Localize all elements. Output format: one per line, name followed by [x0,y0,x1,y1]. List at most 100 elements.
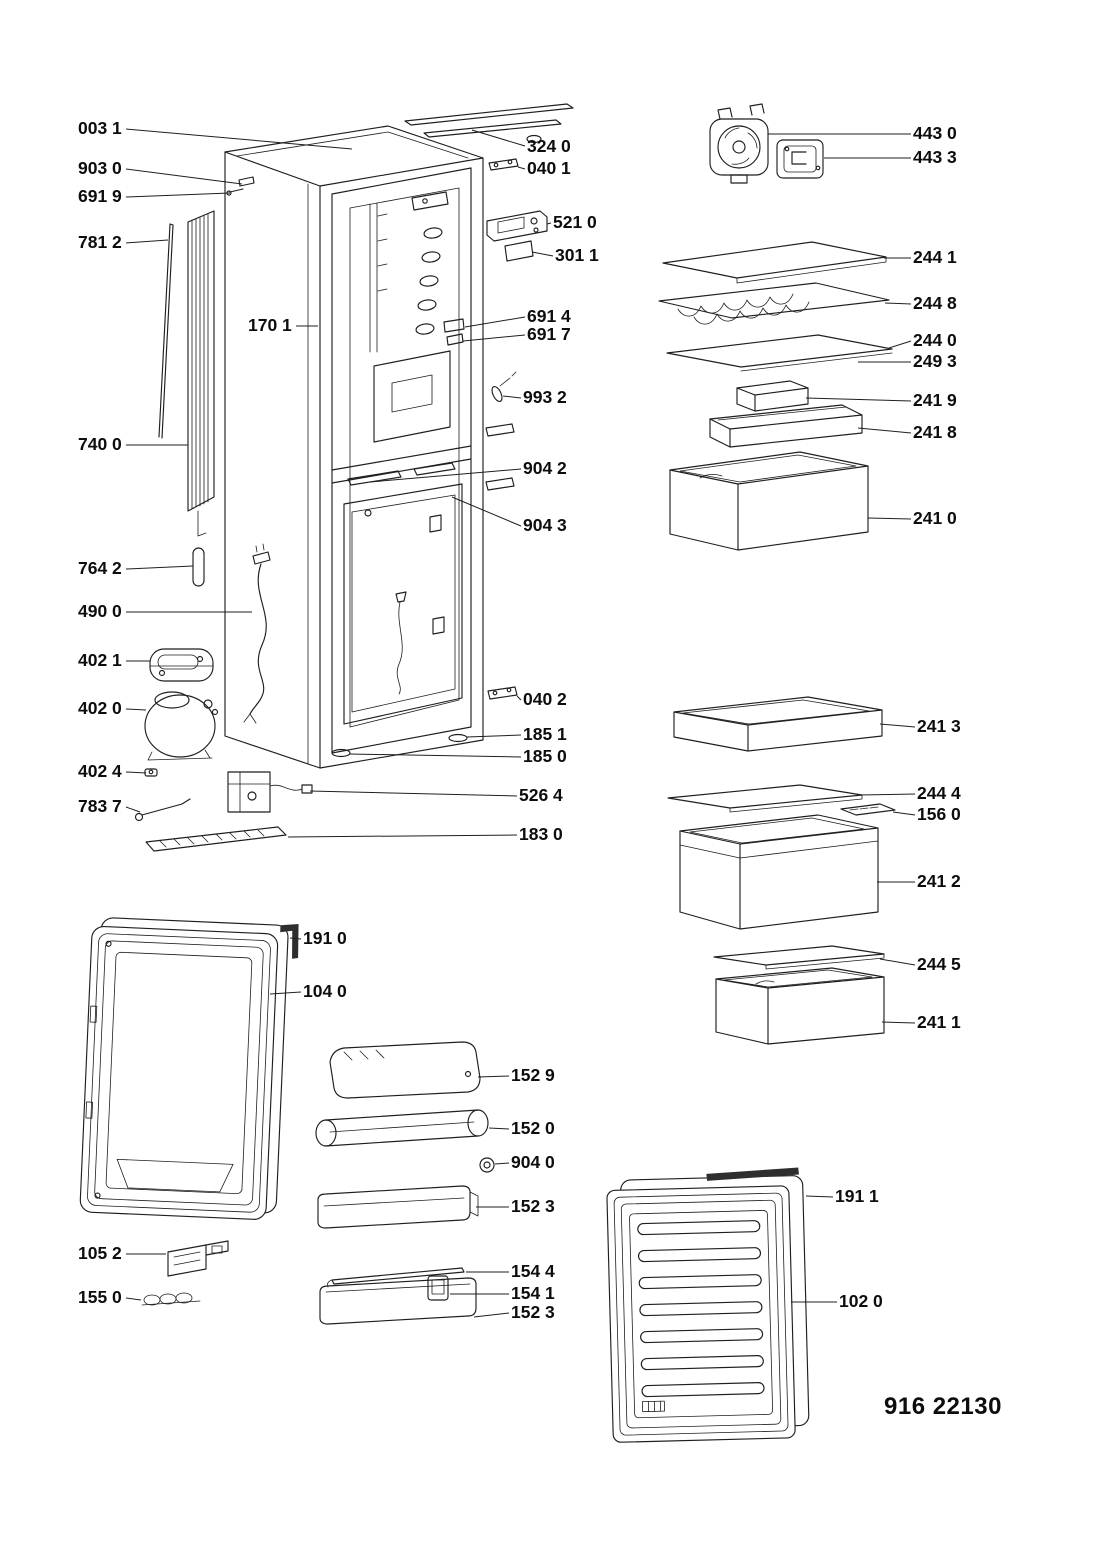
callout-244-5: 244 5 [879,954,961,974]
part-number-label: 301 1 [555,245,599,265]
callout-241-8: 241 8 [857,422,957,442]
fridge-door-drawing [79,917,299,1220]
compressor-drawing [144,691,219,761]
part-number-label: 443 0 [913,123,957,143]
part-number-label: 241 2 [917,871,961,891]
callout-152-9: 152 9 [477,1065,555,1085]
thermostat-parts-drawing [443,318,465,346]
callout-740-0: 740 0 [78,434,188,454]
part-number-label: 402 0 [78,698,122,718]
callout-241-1: 241 1 [881,1012,961,1032]
cabinet-drawing [224,125,515,769]
condenser-drawing [158,210,215,537]
power-cord-drawing [243,543,271,724]
control-unit-drawing [486,210,548,262]
hinge-pin-drawing [226,176,255,196]
callout-324-0: 324 0 [471,129,571,156]
part-number-label: 904 0 [511,1152,555,1172]
part-number-label: 241 1 [917,1012,961,1032]
part-number-label: 244 5 [917,954,961,974]
callout-185-1: 185 1 [466,724,567,744]
part-number-label: 521 0 [553,212,597,232]
part-number-label: 104 0 [303,981,347,1001]
part-number-label: 152 3 [511,1196,555,1216]
callout-764-2: 764 2 [78,558,194,578]
part-number-label: 102 0 [839,1291,883,1311]
callout-904-3: 904 3 [451,496,567,535]
callout-402-4: 402 4 [78,761,147,781]
part-number-label: 244 4 [917,783,961,803]
part-number-label: 241 3 [917,716,961,736]
part-number-label: 526 4 [519,785,563,805]
callout-241-0: 241 0 [867,508,957,528]
callout-105-2: 105 2 [78,1243,166,1263]
callout-102-0: 102 0 [791,1291,883,1311]
part-number-label: 903 0 [78,158,122,178]
callout-154-1: 154 1 [450,1283,555,1303]
callout-521-0: 521 0 [546,212,597,232]
door-bin-drawings [315,1041,495,1325]
callout-691-7: 691 7 [462,324,571,344]
part-number-label: 191 1 [835,1186,879,1206]
part-number-label: 402 1 [78,650,122,670]
part-number-label: 443 3 [913,147,957,167]
part-number-label: 244 8 [913,293,957,313]
callout-191-0: 191 0 [289,928,347,948]
top-cover-parts-drawing [404,103,574,171]
part-number-label: 003 1 [78,118,122,138]
part-number-label: 152 0 [511,1118,555,1138]
callout-154-4: 154 4 [466,1261,555,1281]
lower-bracket-drawing [487,686,518,700]
callout-904-2: 904 2 [369,458,567,483]
callout-903-0: 903 0 [78,158,243,185]
fan-assembly-drawing [709,103,769,184]
part-number-label: 156 0 [917,804,961,824]
callout-691-4: 691 4 [464,306,571,328]
part-number-label: 152 3 [511,1302,555,1322]
hinge-bracket-drawing [141,1240,229,1306]
compressor-mount-drawing [149,648,214,682]
part-number-label: 781 2 [78,232,122,252]
fan-bracket-drawing [776,139,824,179]
part-number-label: 241 8 [913,422,957,442]
part-number-label: 040 2 [523,689,567,709]
part-number-label: 691 7 [527,324,571,344]
callout-443-0: 443 0 [768,123,957,143]
part-number-label: 904 3 [523,515,567,535]
part-number-label: 764 2 [78,558,122,578]
part-number-label: 691 4 [527,306,571,326]
callout-691-9: 691 9 [78,186,231,206]
callout-183-0: 183 0 [287,824,563,844]
sensor-drawing [491,371,517,403]
callout-443-3: 443 3 [824,147,957,167]
diagram-artwork [79,103,896,1443]
callout-402-1: 402 1 [78,650,150,670]
part-number-label: 993 2 [523,387,567,407]
part-number-label: 244 0 [913,330,957,350]
callout-241-9: 241 9 [805,390,957,410]
callout-155-0: 155 0 [78,1287,142,1307]
model-code: 916 22130 [884,1393,1002,1420]
part-number-label: 490 0 [78,601,122,621]
callout-040-1: 040 1 [517,158,571,178]
shelf-drawings [658,241,896,970]
bottom-rail-drawing [145,826,287,852]
drawer-drawings [669,380,885,1045]
part-number-label: 185 1 [523,724,567,744]
part-number-label: 183 0 [519,824,563,844]
part-number-label: 691 9 [78,186,122,206]
capillary-tube-drawing [134,798,191,822]
part-number-label: 152 9 [511,1065,555,1085]
part-number-label: 904 2 [523,458,567,478]
callout-170-1: 170 1 [248,315,318,335]
fan-box-drawing [227,771,313,813]
callout-156-0: 156 0 [892,804,961,824]
freezer-door-drawing [606,1167,810,1443]
callout-152-3-upper: 152 3 [476,1196,555,1216]
callout-244-8: 244 8 [884,293,957,313]
callout-040-2: 040 2 [516,689,567,709]
callout-185-0: 185 0 [348,746,567,766]
part-number-label: 249 3 [913,351,957,371]
part-number-label: 155 0 [78,1287,122,1307]
